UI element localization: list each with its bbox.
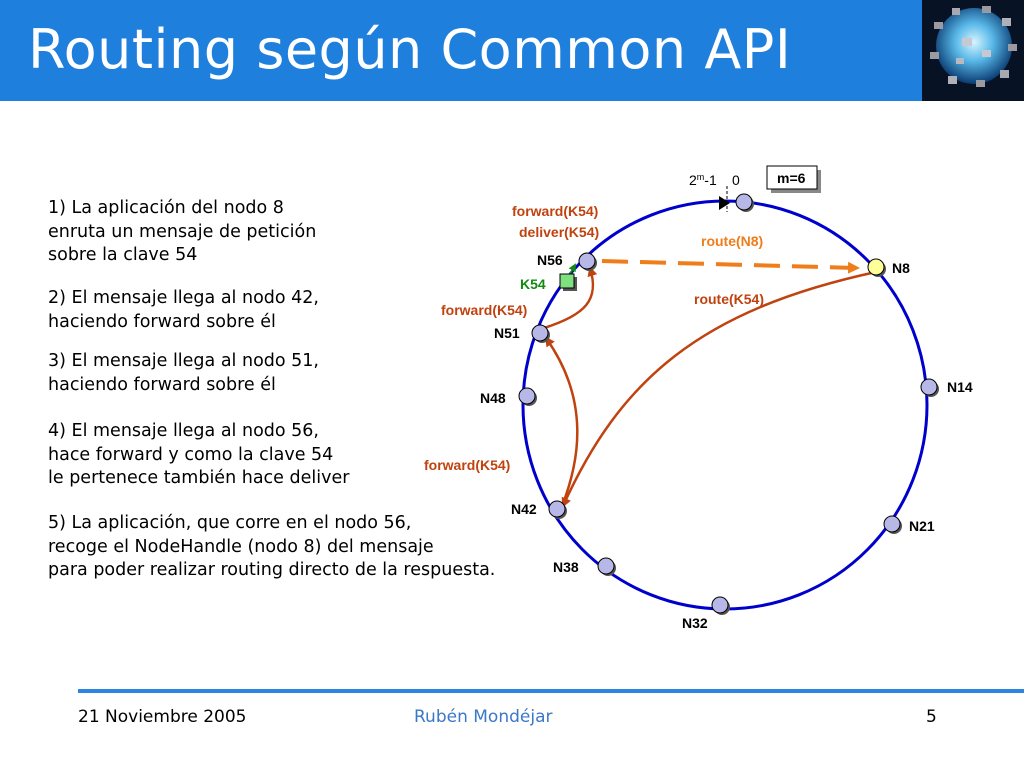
node-n48 bbox=[518, 387, 537, 406]
route-k54-arrow bbox=[561, 270, 877, 508]
node-n56 bbox=[578, 252, 597, 271]
node-n51 bbox=[531, 324, 550, 343]
node-n32 bbox=[711, 596, 730, 615]
node-n32-label: N32 bbox=[682, 615, 708, 631]
step-1-text: 1) La aplicación del nodo 8 enruta un me… bbox=[48, 198, 317, 265]
slide-title: Routing según Common API bbox=[28, 18, 792, 81]
node-n38-label: N38 bbox=[553, 559, 579, 575]
node-n56-label: N56 bbox=[537, 252, 563, 268]
m-badge bbox=[766, 165, 818, 190]
node-n21 bbox=[883, 515, 902, 534]
forward-n51-to-n56-arrow bbox=[543, 266, 598, 330]
route-n8-label: route(N8) bbox=[701, 233, 763, 249]
step-5-text: 5) La aplicación, que corre en el nodo 5… bbox=[48, 513, 496, 580]
node-n14-label: N14 bbox=[947, 379, 973, 395]
node-n42-label: N42 bbox=[511, 501, 537, 517]
ring-direction-arrowhead bbox=[719, 196, 730, 210]
ring-zero-label: 0 bbox=[732, 172, 740, 188]
step-3-text: 3) El mensaje llega al nodo 51, haciendo… bbox=[48, 351, 319, 395]
route-k54-label: route(K54) bbox=[694, 291, 764, 307]
node-n42 bbox=[548, 500, 567, 519]
node-n51-label: N51 bbox=[494, 325, 520, 341]
key-k54-label: K54 bbox=[520, 276, 546, 292]
step-2-text: 2) El mensaje llega al nodo 42, haciendo… bbox=[48, 288, 319, 332]
node-n0 bbox=[735, 193, 754, 212]
footer-page-number: 5 bbox=[926, 707, 937, 727]
route-n8-direct-arrow bbox=[601, 259, 860, 274]
title-bar: Routing según Common API bbox=[0, 0, 922, 101]
ring-max-label: 2m-1 bbox=[689, 172, 717, 188]
forward-n42-to-n51-arrow bbox=[544, 336, 579, 507]
node-n38 bbox=[597, 557, 616, 576]
m-badge-label: m=6 bbox=[777, 170, 806, 186]
step-4-text: 4) El mensaje llega al nodo 56, hace for… bbox=[48, 421, 350, 488]
node-n8-label: N8 bbox=[892, 260, 910, 276]
deliver-k54-label: deliver(K54) bbox=[519, 224, 599, 240]
node-n21-label: N21 bbox=[909, 518, 935, 534]
network-globe-logo bbox=[922, 0, 1024, 101]
footer-divider bbox=[78, 689, 1024, 693]
forward-k54-n51-label: forward(K54) bbox=[441, 302, 527, 318]
node-n14 bbox=[920, 378, 939, 397]
node-n48-label: N48 bbox=[480, 390, 506, 406]
node-n8 bbox=[867, 258, 886, 277]
footer-date: 21 Noviembre 2005 bbox=[78, 707, 247, 727]
key-k54 bbox=[559, 273, 575, 289]
forward-k54-top-label: forward(K54) bbox=[512, 203, 598, 219]
forward-k54-n42-label: forward(K54) bbox=[424, 457, 510, 473]
footer-author: Rubén Mondéjar bbox=[414, 707, 553, 727]
